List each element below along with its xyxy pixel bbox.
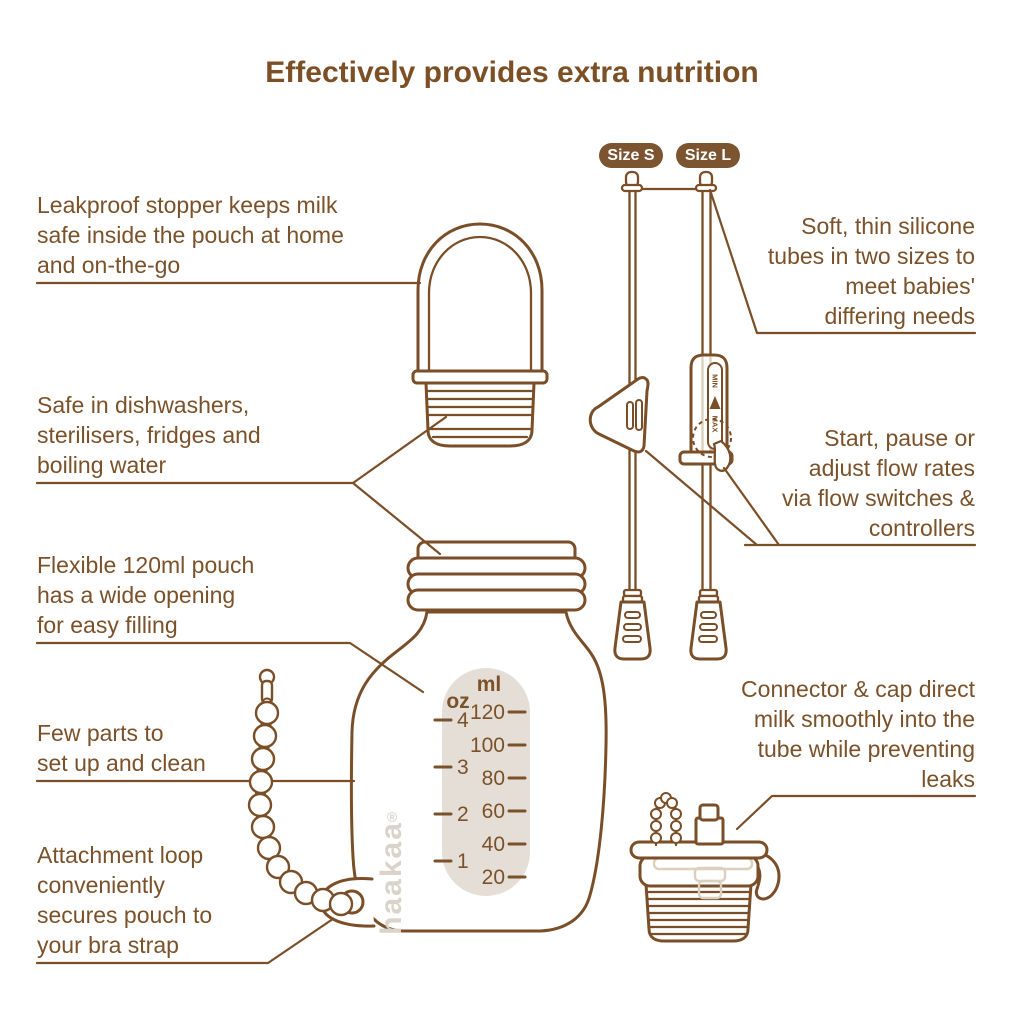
scale-ml-20: 20 xyxy=(482,866,505,889)
controller-min-label: MIN xyxy=(711,374,720,388)
stopper-dome-outline xyxy=(416,222,544,375)
scale-oz-3: 3 xyxy=(457,756,469,779)
annotation-few-parts: Few parts to set up and clean xyxy=(37,720,206,776)
stopper-dome-inner-line xyxy=(427,235,533,375)
annotation-dishwasher-safe: Safe in dishwashers, sterilisers, fridge… xyxy=(37,392,261,478)
scale-oz-1: 1 xyxy=(457,850,469,873)
tube-s-connector xyxy=(613,588,652,661)
haakaa-logo: haakaa xyxy=(375,821,408,935)
flow-controller: MIN MAX xyxy=(678,353,734,472)
cap-bead-loop xyxy=(650,792,682,847)
controller-max-label: MAX xyxy=(711,416,720,433)
stopper-illustration xyxy=(411,222,549,448)
dishwasher-pointer-line xyxy=(35,415,448,556)
flexible-pointer-line xyxy=(35,641,425,694)
annotation-connector-cap: Connector & cap direct milk smoothly int… xyxy=(741,676,975,792)
annotation-attachment-loop: Attachment loop conveniently secures pou… xyxy=(37,842,213,958)
tubes-pointer-line xyxy=(708,188,977,335)
annotation-flow-control: Start, pause or adjust flow rates via fl… xyxy=(781,425,975,541)
scale-ml-40: 40 xyxy=(482,833,505,856)
scale-ml-120: 120 xyxy=(470,701,505,724)
size-l-badge: Size L xyxy=(676,143,740,168)
cap-hook-handle xyxy=(753,850,781,901)
haakaa-logo-reg: ® xyxy=(387,809,398,825)
stopper-collar-ribs xyxy=(426,389,535,439)
tube-s-top-flange xyxy=(620,183,644,193)
scale-ml-100: 100 xyxy=(470,734,505,757)
connector-pointer-line xyxy=(735,794,977,831)
bead-chain xyxy=(247,668,354,917)
bottle-thread-3 xyxy=(406,588,587,612)
measurement-panel xyxy=(442,668,530,896)
cap-inner-ghost-funnel-bottom xyxy=(697,879,723,900)
tube-l-top-flange xyxy=(694,183,718,193)
pouch-bottle-illustration: ml oz 120 100 80 60 40 20 4 3 2 1 haakaa… xyxy=(349,540,608,935)
annotation-lines xyxy=(35,188,977,965)
annotation-leakproof-stopper: Leakproof stopper keeps milk safe inside… xyxy=(37,192,344,278)
flow-pointer-line xyxy=(644,449,977,547)
measurement-scale: ml oz 120 100 80 60 40 20 4 3 2 1 xyxy=(433,673,527,889)
page-title: Effectively provides extra nutrition xyxy=(265,56,759,89)
cap-nozzle-tip xyxy=(698,803,720,822)
cap-skirt-ribs xyxy=(646,890,751,936)
tubes-illustration: MIN MAX xyxy=(588,170,734,661)
scale-oz-2: 2 xyxy=(457,803,469,826)
scale-ml-60: 60 xyxy=(482,800,505,823)
flow-switch-clip xyxy=(588,376,650,454)
cap-nozzle-body xyxy=(694,816,725,846)
annotation-flexible-pouch: Flexible 120ml pouch has a wide opening … xyxy=(37,552,255,638)
scale-ml-80: 80 xyxy=(482,767,505,790)
attachment-pointer-line xyxy=(35,904,354,965)
annotation-silicone-tubes: Soft, thin silicone tubes in two sizes t… xyxy=(767,213,975,329)
controller-thumb-tab xyxy=(712,439,732,472)
controller-arrow-icon xyxy=(709,396,721,409)
controller-wheel xyxy=(692,418,732,458)
scale-ml-label: ml xyxy=(477,673,502,696)
stopper-flange xyxy=(411,369,549,385)
attachment-loop-illustration xyxy=(247,668,376,928)
scale-oz-label: oz xyxy=(446,690,469,713)
cap-illustration xyxy=(629,792,781,943)
scale-oz-4: 4 xyxy=(457,709,469,732)
size-s-badge: Size S xyxy=(599,143,663,168)
tube-l-connector xyxy=(689,588,728,661)
